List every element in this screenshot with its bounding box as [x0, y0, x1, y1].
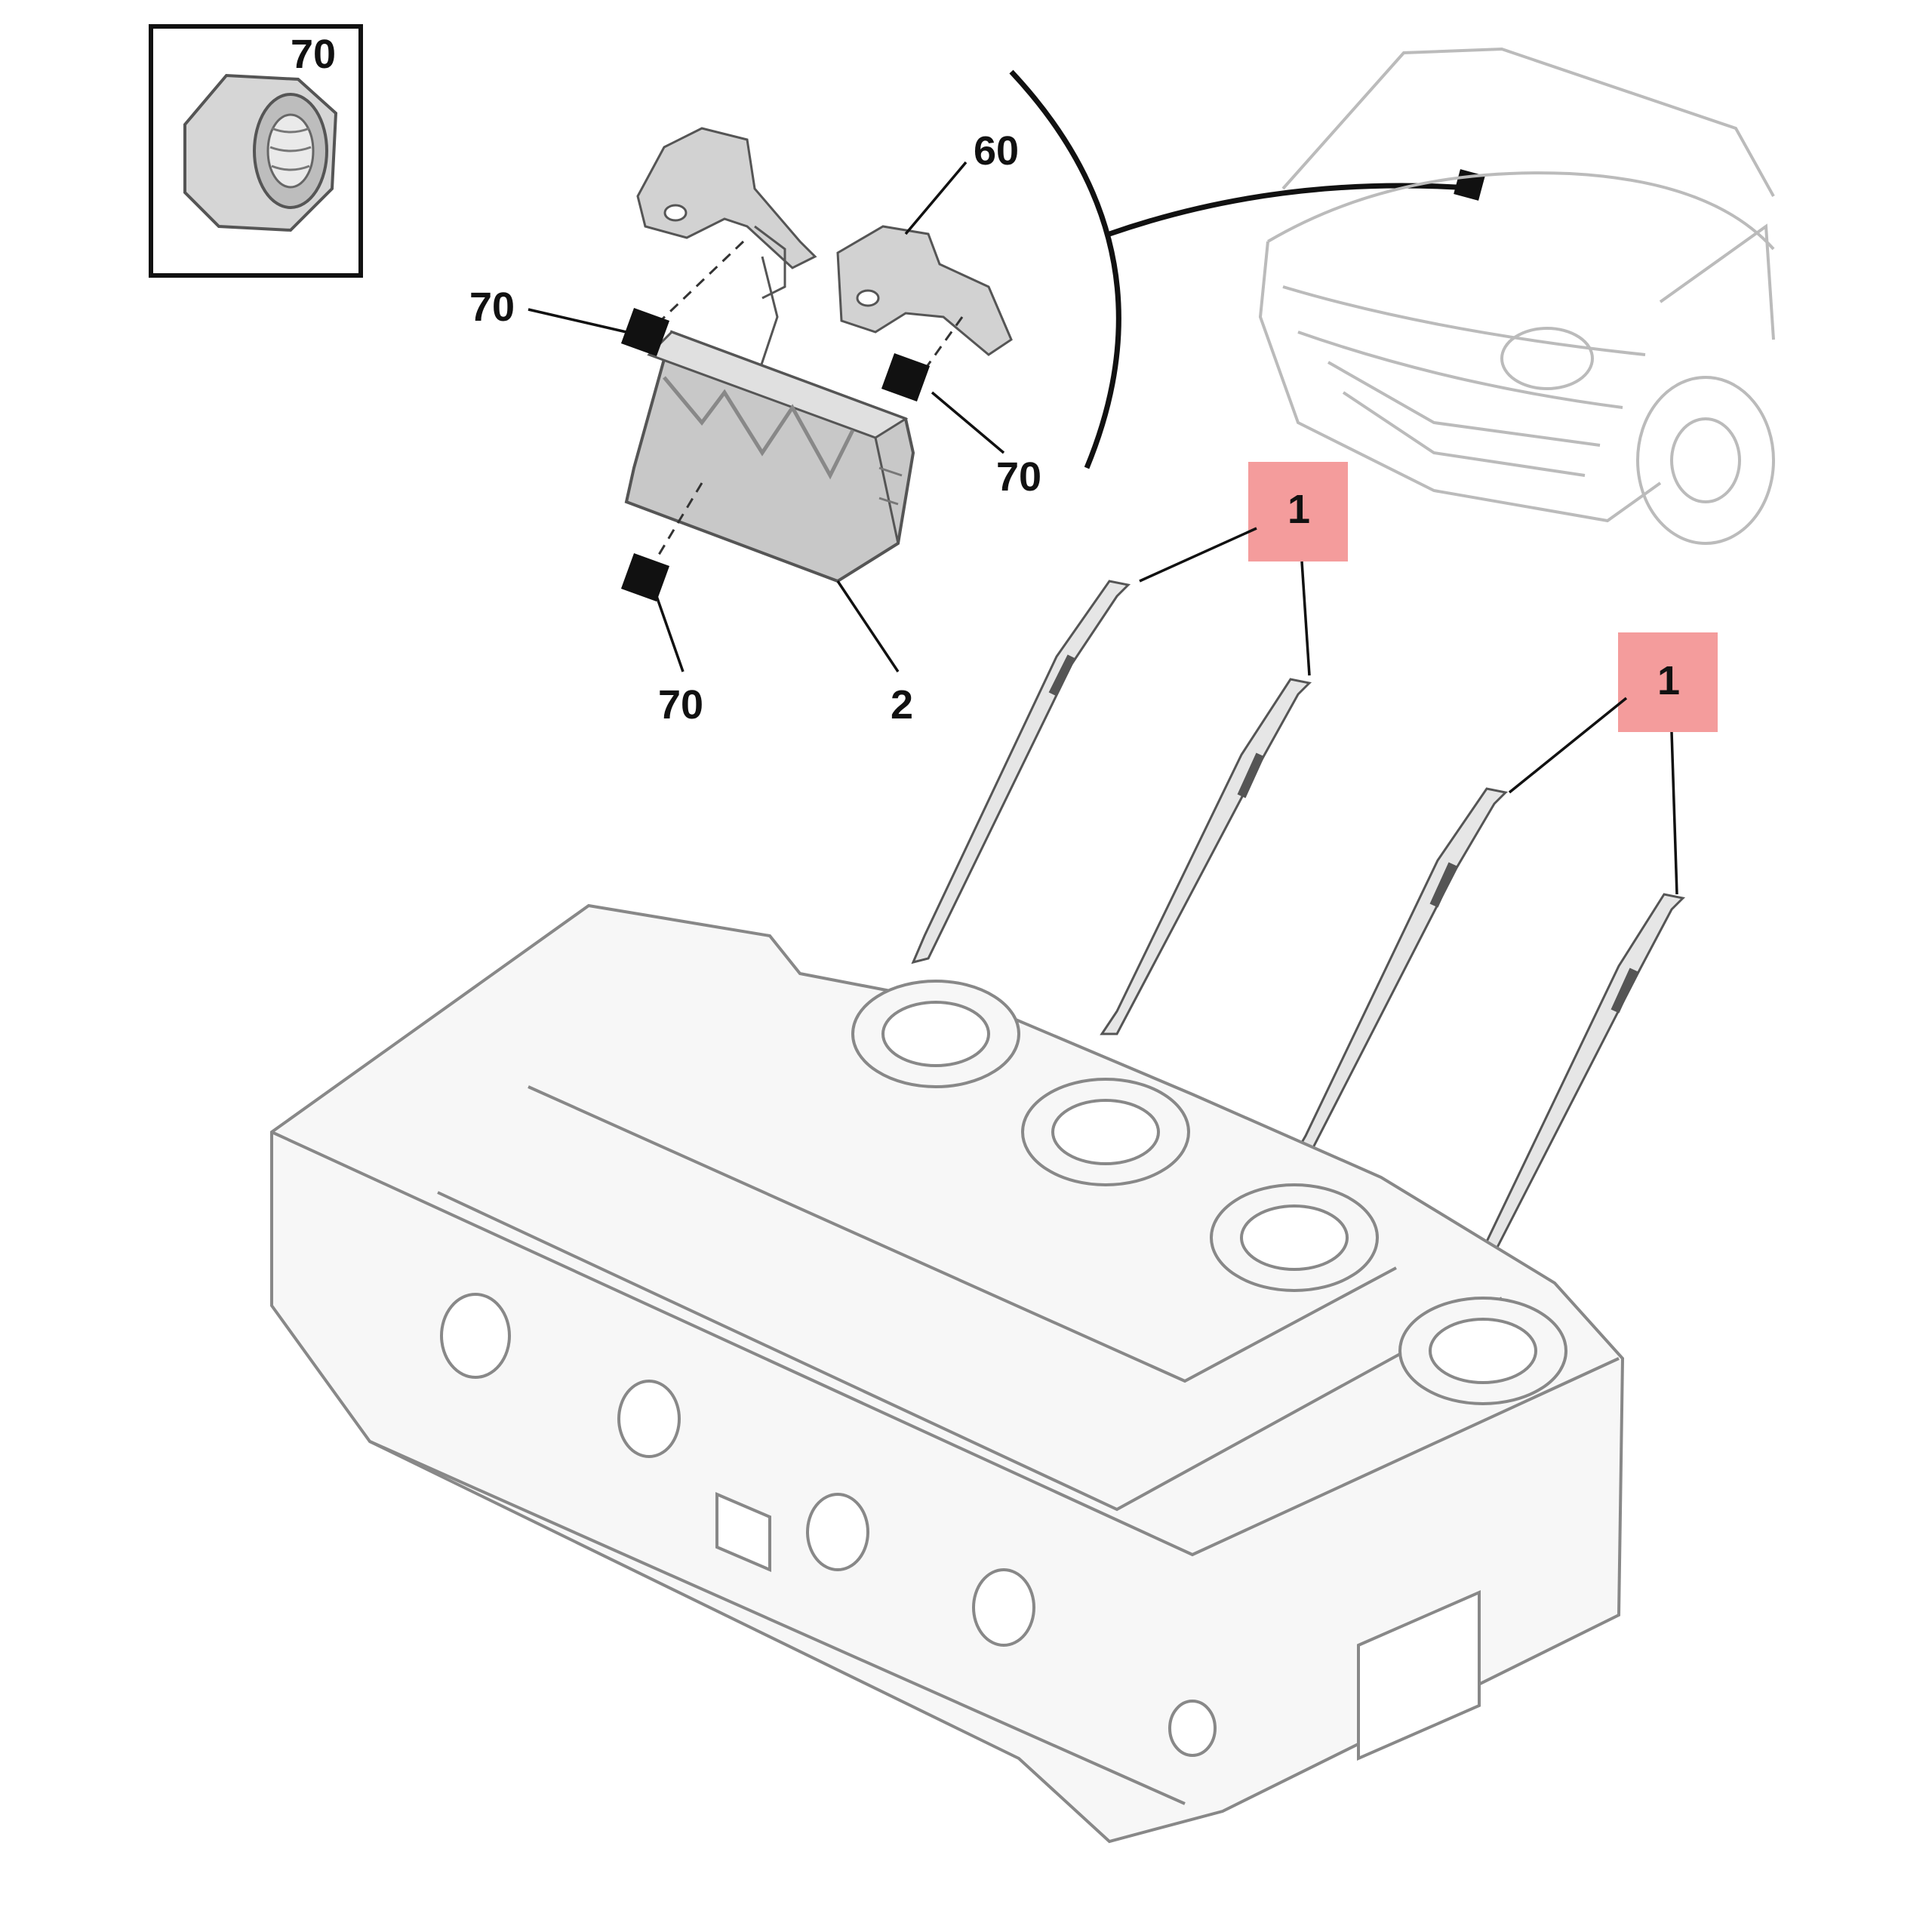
- callout-70-left-bottom: 70: [658, 682, 703, 728]
- detail-arc: [1009, 69, 1121, 469]
- connector-marker: [1454, 169, 1485, 201]
- van-front-icon: [1258, 47, 1775, 545]
- callout-60: 60: [974, 128, 1019, 174]
- nut-marker: [881, 352, 931, 402]
- callout-1-b: 1: [1657, 658, 1680, 703]
- nut-marker: [620, 307, 670, 357]
- fastener-axis: [923, 316, 964, 371]
- inset-nut-box: 70: [149, 24, 363, 278]
- glow-plug-icon: [911, 580, 1131, 964]
- fastener-axis: [655, 482, 703, 559]
- callout-1-group-b: 1: [1508, 632, 1718, 895]
- preheat-control-unit-icon: [624, 330, 915, 583]
- callout-70-right: 70: [996, 454, 1041, 500]
- glow-plug-icon: [1288, 787, 1509, 1164]
- nut-marker: [620, 552, 670, 602]
- cylinder-head-icon: [270, 903, 1625, 1844]
- inset-label: 70: [291, 32, 336, 77]
- connector-line: [1108, 183, 1480, 237]
- fastener-axis: [655, 240, 745, 326]
- glow-plug-icon: [1469, 893, 1686, 1269]
- glow-plug-icon: [1100, 678, 1312, 1035]
- callout-70-left-top: 70: [469, 285, 515, 330]
- callout-2: 2: [891, 682, 913, 728]
- callout-1-a: 1: [1287, 487, 1310, 532]
- callout-1-group-a: 1: [1139, 462, 1348, 676]
- nut-icon: [183, 73, 338, 232]
